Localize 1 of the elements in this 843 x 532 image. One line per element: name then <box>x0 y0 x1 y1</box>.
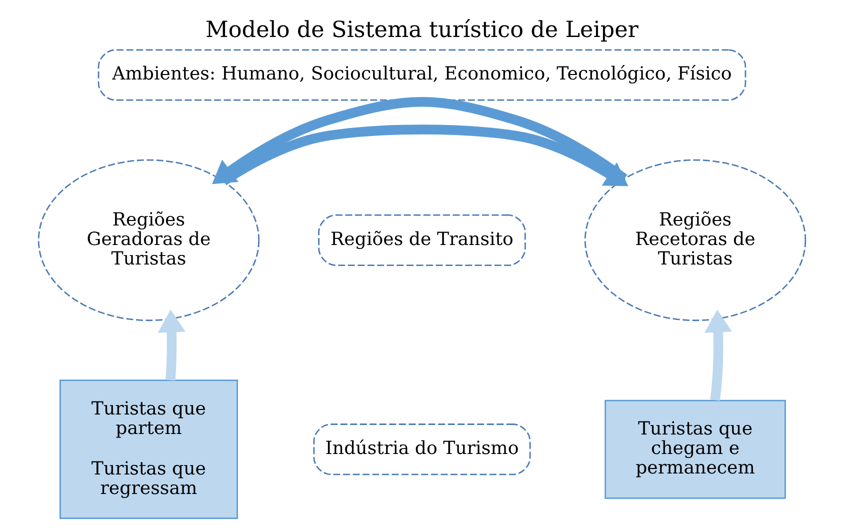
diagram-title: Modelo de Sistema turístico de Leiper <box>205 17 638 44</box>
